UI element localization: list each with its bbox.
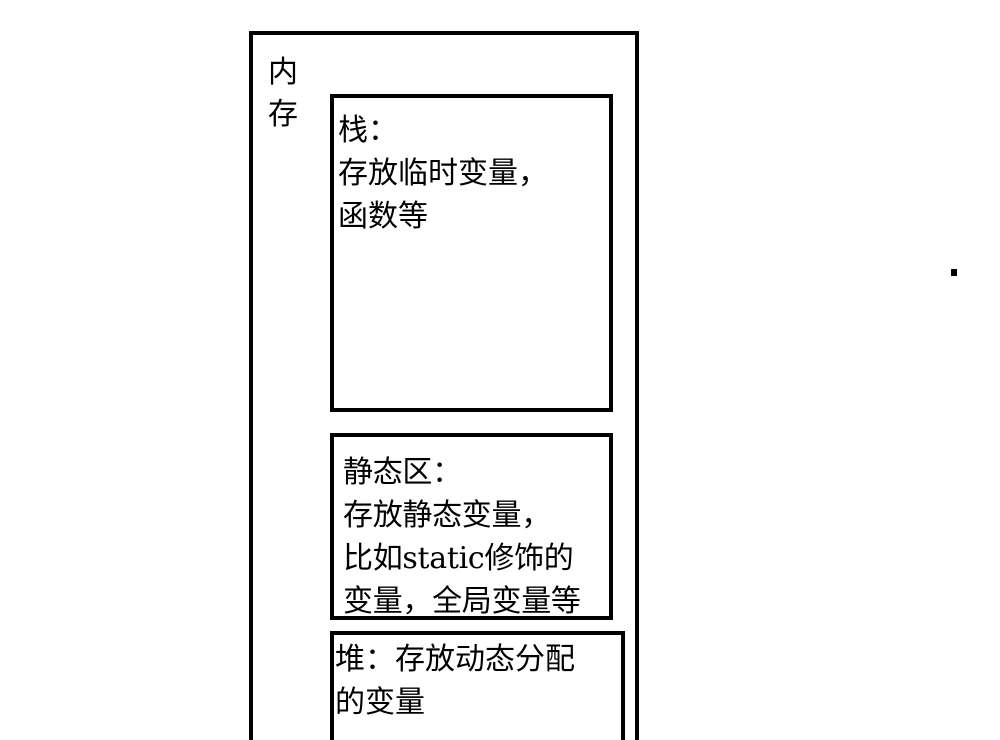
stack-region-box: 栈： 存放临时变量， 函数等: [330, 94, 613, 412]
heap-region-text: 堆：存放动态分配 的变量: [335, 642, 575, 720]
memory-label: 内 存: [268, 55, 298, 132]
stack-region-text: 栈： 存放临时变量， 函数等: [338, 113, 548, 234]
memory-container: [249, 31, 639, 740]
stray-dot-mark: [951, 269, 957, 276]
static-region-text: 静态区： 存放静态变量， 比如static修饰的 变量，全局变量等: [343, 455, 581, 619]
heap-region-box: 堆：存放动态分配 的变量: [330, 631, 625, 740]
static-region-box: 静态区： 存放静态变量， 比如static修饰的 变量，全局变量等: [330, 433, 613, 620]
